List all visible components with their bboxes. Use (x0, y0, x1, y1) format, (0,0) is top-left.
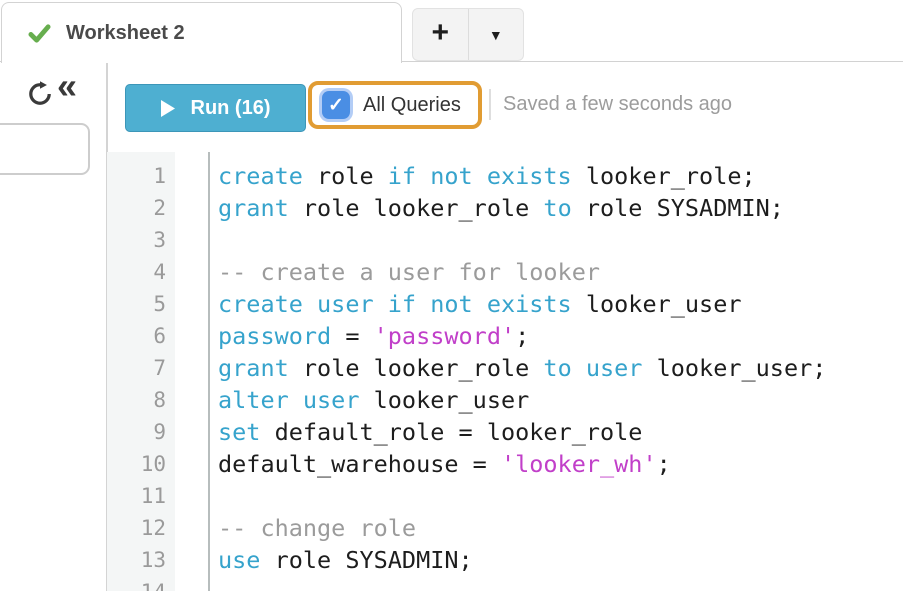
all-queries-label[interactable]: All Queries (363, 93, 461, 116)
code-line[interactable]: 12 -- change role (107, 512, 903, 544)
line-number: 3 (153, 228, 166, 252)
save-status-text: Saved a few seconds ago (503, 93, 733, 115)
code-line[interactable]: 7 grant role looker_role to user looker_u… (107, 352, 903, 384)
toolbar-divider (489, 89, 491, 120)
line-number: 12 (140, 516, 166, 540)
code-text: -- create a user for looker (218, 258, 601, 286)
line-number: 6 (153, 324, 166, 348)
worksheet-menu-button[interactable]: ▼ (469, 9, 524, 60)
code-line[interactable]: 5 create user if not exists looker_user (107, 288, 903, 320)
line-number: 1 (153, 164, 166, 188)
code-line[interactable]: 4 -- create a user for looker (107, 256, 903, 288)
tab-actions-group: + ▼ (412, 8, 524, 61)
line-number: 2 (153, 196, 166, 220)
tabbar-bottom-border (0, 61, 903, 62)
play-icon (160, 99, 175, 117)
line-number: 4 (153, 260, 166, 284)
line-number: 14 (107, 576, 175, 591)
tab-worksheet-2[interactable]: Worksheet 2 (1, 2, 402, 63)
line-number: 10 (140, 452, 166, 476)
code-text: use role SYSADMIN; (218, 546, 473, 574)
code-text: grant role looker_role to user looker_us… (218, 354, 827, 382)
code-line[interactable]: 1 create role if not exists looker_role; (107, 160, 903, 192)
gutter-border (208, 152, 210, 591)
line-number: 8 (153, 388, 166, 412)
double-chevron-left-icon: « (57, 65, 78, 106)
code-line[interactable]: 13 use role SYSADMIN; (107, 544, 903, 576)
code-line[interactable]: 3 (107, 224, 903, 256)
code-line[interactable]: 2 grant role looker_role to role SYSADMIN… (107, 192, 903, 224)
code-text: alter user looker_user (218, 386, 530, 414)
new-worksheet-button[interactable]: + (413, 9, 469, 60)
refresh-button[interactable] (27, 81, 53, 107)
code-line[interactable]: 9 set default_role = looker_role (107, 416, 903, 448)
all-queries-checkbox[interactable]: ✓ (322, 91, 350, 119)
line-number: 9 (153, 420, 166, 444)
code-text: create role if not exists looker_role; (218, 162, 756, 190)
refresh-icon (29, 81, 51, 105)
checkmark-icon: ✓ (328, 94, 344, 116)
code-line[interactable]: 10 default_warehouse = 'looker_wh'; (107, 448, 903, 480)
line-number-gutter (107, 152, 175, 591)
line-number: 11 (140, 484, 166, 508)
line-number: 13 (140, 548, 166, 572)
code-text: default_warehouse = 'looker_wh'; (218, 450, 671, 478)
run-button[interactable]: Run (16) (125, 84, 306, 132)
code-text: grant role looker_role to role SYSADMIN; (218, 194, 784, 222)
code-line[interactable]: 14 (107, 576, 903, 591)
sidebar-search-box[interactable] (0, 123, 90, 175)
line-number: 5 (153, 292, 166, 316)
code-text: password = 'password'; (218, 322, 530, 350)
saved-check-icon (28, 23, 51, 43)
run-button-label: Run (16) (190, 96, 271, 119)
collapse-sidebar-button[interactable]: « (57, 68, 77, 104)
code-line[interactable]: 8 alter user looker_user (107, 384, 903, 416)
all-queries-highlight-ring: ✓ All Queries (308, 81, 482, 129)
code-line[interactable]: 6 password = 'password'; (107, 320, 903, 352)
plus-icon: + (431, 15, 450, 49)
caret-down-icon: ▼ (488, 26, 503, 43)
code-text: set default_role = looker_role (218, 418, 643, 446)
code-text: create user if not exists looker_user (218, 290, 742, 318)
code-line[interactable]: 11 (107, 480, 903, 512)
code-text: -- change role (218, 514, 417, 542)
line-number: 7 (153, 356, 166, 380)
tab-label: Worksheet 2 (66, 21, 185, 44)
